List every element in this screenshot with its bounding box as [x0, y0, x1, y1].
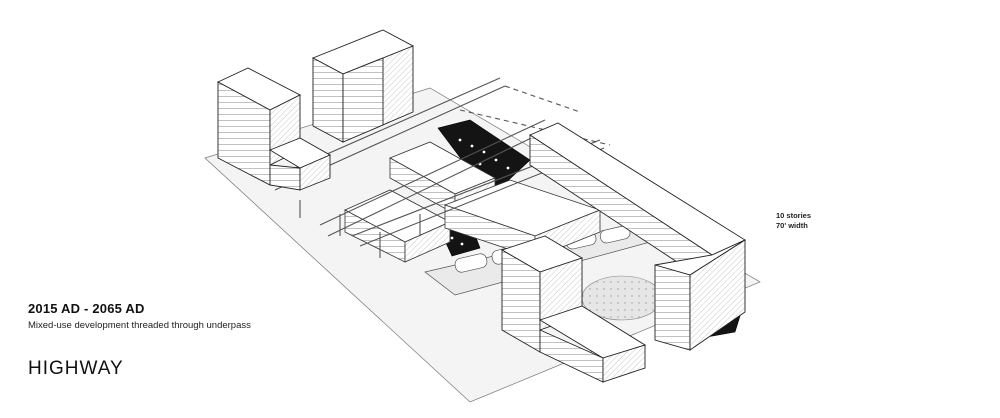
- tower-front: [500, 235, 647, 383]
- tower-top: [311, 29, 415, 143]
- caption-title: HIGHWAY: [28, 358, 124, 379]
- date-range: 2015 AD - 2065 AD: [28, 301, 145, 316]
- low-building-left: [344, 189, 451, 263]
- annotation-stories: 10 stories: [776, 211, 812, 220]
- annotation-width: 70' width: [776, 221, 808, 230]
- long-bar-building: [529, 122, 746, 351]
- tower-left: [216, 67, 332, 191]
- caption-subtitle: Mixed-use development threaded through u…: [28, 320, 251, 331]
